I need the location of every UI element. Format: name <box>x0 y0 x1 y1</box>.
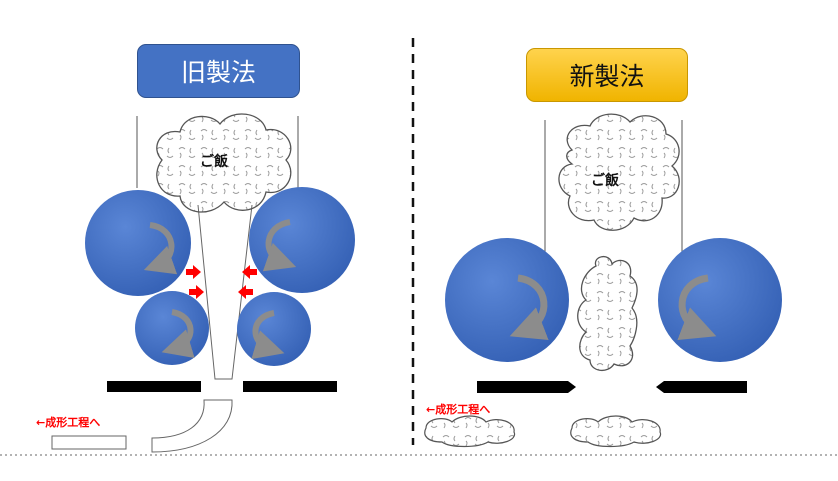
old-method-diagram <box>51 113 355 453</box>
pressure-arrow-right-lower <box>238 285 253 299</box>
new-output-rice-right <box>570 415 662 448</box>
new-plate-left <box>477 381 576 393</box>
new-roller-left <box>445 238 569 362</box>
old-curved-chute <box>151 399 233 453</box>
new-method-diagram <box>424 113 782 448</box>
old-rice-label: ご飯 <box>200 154 228 170</box>
new-rice-compressed <box>577 256 638 371</box>
old-roller-lower-left <box>135 291 209 365</box>
old-rotation-arrow-lower-left <box>161 309 195 359</box>
pressure-arrow-left-upper <box>186 265 201 279</box>
new-output-rice-left <box>424 415 516 448</box>
old-roller-upper-left <box>85 190 191 296</box>
new-rice-cloud-upper <box>558 113 680 231</box>
new-next-step-label: ←成形工程へ <box>426 403 491 416</box>
old-next-step-label: ←成形工程へ <box>36 416 101 429</box>
old-plate-left <box>107 381 201 392</box>
pressure-arrow-left-lower <box>189 285 204 299</box>
old-method-title: 旧製法 <box>137 44 300 98</box>
old-rotation-arrow-upper-left <box>143 222 178 275</box>
new-rotation-arrow-left <box>509 274 549 341</box>
new-roller-right <box>658 238 782 362</box>
old-rotation-arrow-lower-right <box>251 310 285 360</box>
old-rice-cloud <box>156 113 292 213</box>
old-roller-upper-right <box>249 187 355 293</box>
old-plate-right <box>243 381 337 392</box>
new-rice-label: ご飯 <box>591 173 619 189</box>
pressure-arrow-right-upper <box>242 265 257 279</box>
old-roller-lower-right <box>237 292 311 366</box>
new-method-title: 新製法 <box>526 48 688 102</box>
new-rotation-arrow-right <box>677 274 717 341</box>
new-plate-right <box>656 381 747 393</box>
old-output-sheet <box>51 435 127 450</box>
old-rotation-arrow-upper-right <box>262 219 297 272</box>
